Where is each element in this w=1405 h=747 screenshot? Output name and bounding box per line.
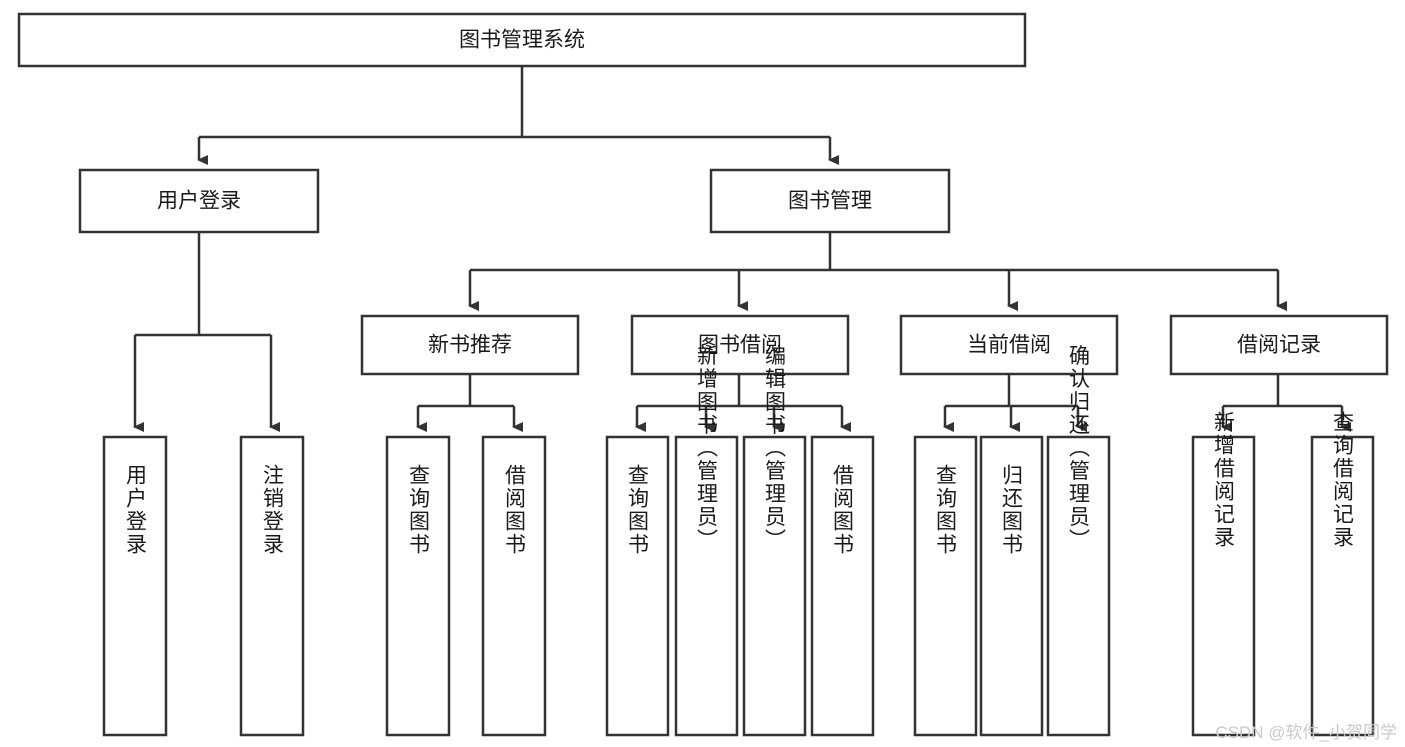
node-leaf-edit-book[interactable]: 编辑图书（管理员） <box>742 345 807 737</box>
node-new-book-recommend-box[interactable] <box>360 314 580 376</box>
node-root-box[interactable] <box>17 12 1027 68</box>
node-current-borrow[interactable]: 当前借阅 <box>899 314 1119 376</box>
node-leaf-confirm-return-box[interactable] <box>1046 435 1111 737</box>
node-leaf-query-book-1-label: 查询图书 <box>407 464 431 556</box>
node-leaf-query-record-box[interactable] <box>1310 435 1375 737</box>
node-root-label: 图书管理系统 <box>459 29 585 52</box>
edge-group-user-login-to-leaves <box>133 232 280 432</box>
node-book-borrow-label: 图书借阅 <box>698 334 782 357</box>
edge-group-book-manage-to-level3 <box>468 232 1287 311</box>
node-leaf-borrow-book-1-box[interactable] <box>481 435 547 737</box>
node-leaf-return-book[interactable]: 归还图书 <box>979 435 1044 737</box>
node-leaf-query-book-3-label: 查询图书 <box>934 464 958 556</box>
node-leaf-add-book-box[interactable] <box>674 435 739 737</box>
node-leaf-query-record[interactable]: 查询借阅记录 <box>1310 411 1375 737</box>
node-leaf-query-record-label: 查询借阅记录 <box>1331 411 1355 549</box>
node-leaf-query-book-2-box[interactable] <box>605 435 670 737</box>
node-current-borrow-label: 当前借阅 <box>967 334 1051 357</box>
node-leaf-borrow-book-2[interactable]: 借阅图书 <box>810 435 875 737</box>
node-user-login-label: 用户登录 <box>157 190 241 213</box>
node-leaf-add-book-label: 新增图书（管理员） <box>695 345 719 552</box>
node-leaf-query-book-3[interactable]: 查询图书 <box>913 435 978 737</box>
edge-group-book-borrow-to-leaves <box>635 374 851 432</box>
node-leaf-query-book-2[interactable]: 查询图书 <box>605 435 670 737</box>
node-leaf-borrow-book-1-label: 借阅图书 <box>503 464 527 556</box>
node-leaf-borrow-book-1[interactable]: 借阅图书 <box>481 435 547 737</box>
node-leaf-query-book-2-label: 查询图书 <box>626 464 650 556</box>
node-book-manage-box[interactable] <box>709 168 951 234</box>
node-user-login[interactable]: 用户登录 <box>78 168 320 234</box>
node-leaf-query-book-1-box[interactable] <box>385 435 451 737</box>
node-leaf-edit-book-box[interactable] <box>742 435 807 737</box>
node-borrow-record-label: 借阅记录 <box>1237 334 1321 357</box>
node-user-login-box[interactable] <box>78 168 320 234</box>
node-book-borrow-box[interactable] <box>630 314 850 376</box>
node-leaf-borrow-book-2-label: 借阅图书 <box>831 464 855 556</box>
edge-group-root-to-level2 <box>197 66 839 165</box>
node-leaf-add-book[interactable]: 新增图书（管理员） <box>674 345 739 737</box>
node-leaf-logout-login-box[interactable] <box>239 435 305 737</box>
node-leaf-logout-login-label: 注销登录 <box>261 464 285 556</box>
node-leaf-add-record-label: 新增借阅记录 <box>1212 411 1236 549</box>
node-leaf-user-login-box[interactable] <box>102 435 168 737</box>
node-borrow-record-box[interactable] <box>1169 314 1389 376</box>
edge-group-current-borrow-to-leaves <box>943 374 1087 432</box>
node-book-manage-label: 图书管理 <box>788 190 872 213</box>
node-leaf-confirm-return[interactable]: 确认归还（管理员） <box>1046 345 1111 737</box>
csdn-watermark: CSDN @软件_小贺同学 <box>1215 723 1397 742</box>
edge-group-new-book-recommend-to-leaves <box>416 374 523 432</box>
node-new-book-recommend[interactable]: 新书推荐 <box>360 314 580 376</box>
node-leaf-add-record-box[interactable] <box>1191 435 1256 737</box>
node-leaf-edit-book-label: 编辑图书（管理员） <box>763 345 787 552</box>
node-leaf-user-login[interactable]: 用户登录 <box>102 435 168 737</box>
edge-group-borrow-record-to-leaves <box>1221 374 1351 432</box>
node-book-manage[interactable]: 图书管理 <box>709 168 951 234</box>
node-leaf-return-book-label: 归还图书 <box>1000 464 1024 556</box>
node-leaf-confirm-return-label: 确认归还（管理员） <box>1067 345 1091 552</box>
node-leaf-logout-login[interactable]: 注销登录 <box>239 435 305 737</box>
node-new-book-recommend-label: 新书推荐 <box>428 334 512 357</box>
node-leaf-query-book-1[interactable]: 查询图书 <box>385 435 451 737</box>
node-borrow-record[interactable]: 借阅记录 <box>1169 314 1389 376</box>
node-leaf-add-record[interactable]: 新增借阅记录 <box>1191 411 1256 737</box>
node-current-borrow-box[interactable] <box>899 314 1119 376</box>
node-leaf-query-book-3-box[interactable] <box>913 435 978 737</box>
node-book-borrow[interactable]: 图书借阅 <box>630 314 850 376</box>
node-leaf-return-book-box[interactable] <box>979 435 1044 737</box>
node-root[interactable]: 图书管理系统 <box>17 12 1027 68</box>
node-leaf-borrow-book-2-box[interactable] <box>810 435 875 737</box>
node-leaf-user-login-label: 用户登录 <box>124 464 148 556</box>
